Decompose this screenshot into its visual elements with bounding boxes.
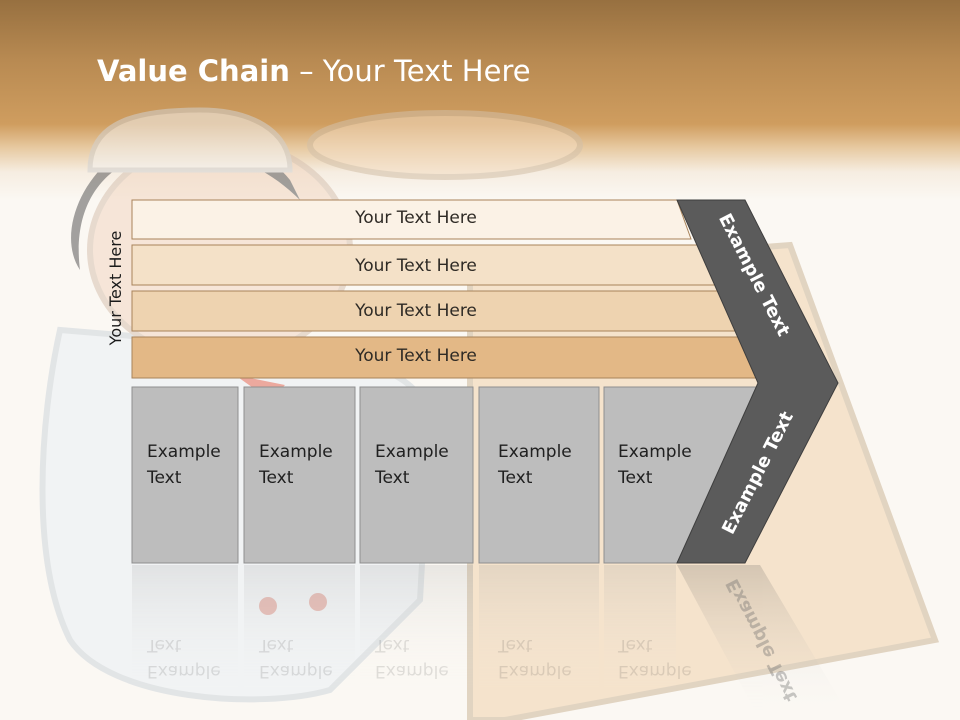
column-5-reflection: [604, 565, 676, 695]
slide-title: Value Chain – Your Text Here: [97, 54, 531, 88]
column-3-line1: Example: [375, 442, 449, 462]
column-5-refl-line1: Example: [618, 661, 692, 681]
column-4: [478, 386, 600, 564]
column-2-line1: Example: [259, 442, 333, 462]
bar-label-3: Your Text Here: [355, 301, 477, 321]
title-bold: Value Chain: [97, 54, 290, 88]
tray-shape: [307, 110, 583, 180]
title-rest: – Your Text Here: [289, 54, 531, 88]
bar-label-2: Your Text Here: [355, 256, 477, 276]
column-5-line1: Example: [618, 442, 692, 462]
column-3-reflection-text: Example Text: [375, 632, 475, 684]
column-4-reflection-text: Example Text: [498, 632, 598, 684]
column-3-reflection: [360, 565, 473, 695]
column-3-refl-line2: Text: [375, 635, 410, 655]
column-2-reflection-text: Example Text: [259, 632, 359, 684]
column-2-refl-line2: Text: [259, 635, 294, 655]
column-4-line1: Example: [498, 442, 572, 462]
column-2-line2: Text: [259, 468, 294, 488]
column-1-line1: Example: [147, 442, 221, 462]
margin-chevron: [676, 199, 839, 564]
column-1-reflection: [132, 565, 238, 695]
column-1-reflection-text: Example Text: [147, 632, 247, 684]
column-2: [243, 386, 356, 564]
column-5-refl-line2: Text: [618, 635, 653, 655]
column-3-refl-line1: Example: [375, 661, 449, 681]
column-1-refl-line2: Text: [147, 635, 182, 655]
column-2-refl-line1: Example: [259, 661, 333, 681]
bar-label-4: Your Text Here: [355, 346, 477, 366]
column-4-refl-line2: Text: [498, 635, 533, 655]
column-4-refl-line1: Example: [498, 661, 572, 681]
column-1-line2: Text: [147, 468, 182, 488]
bar-1: [131, 199, 692, 240]
chevron-reflection: [677, 565, 840, 720]
column-1: [131, 386, 239, 564]
column-2-reflection: [244, 565, 355, 695]
column-3: [359, 386, 474, 564]
chef-hat-shape: [87, 107, 293, 173]
column-4-line2: Text: [498, 468, 533, 488]
column-5-line2: Text: [618, 468, 653, 488]
column-5-reflection-text: Example Text: [618, 632, 718, 684]
column-3-line2: Text: [375, 468, 410, 488]
column-1-refl-line1: Example: [147, 661, 221, 681]
column-4-reflection: [479, 565, 599, 695]
bar-label-1: Your Text Here: [355, 208, 477, 228]
